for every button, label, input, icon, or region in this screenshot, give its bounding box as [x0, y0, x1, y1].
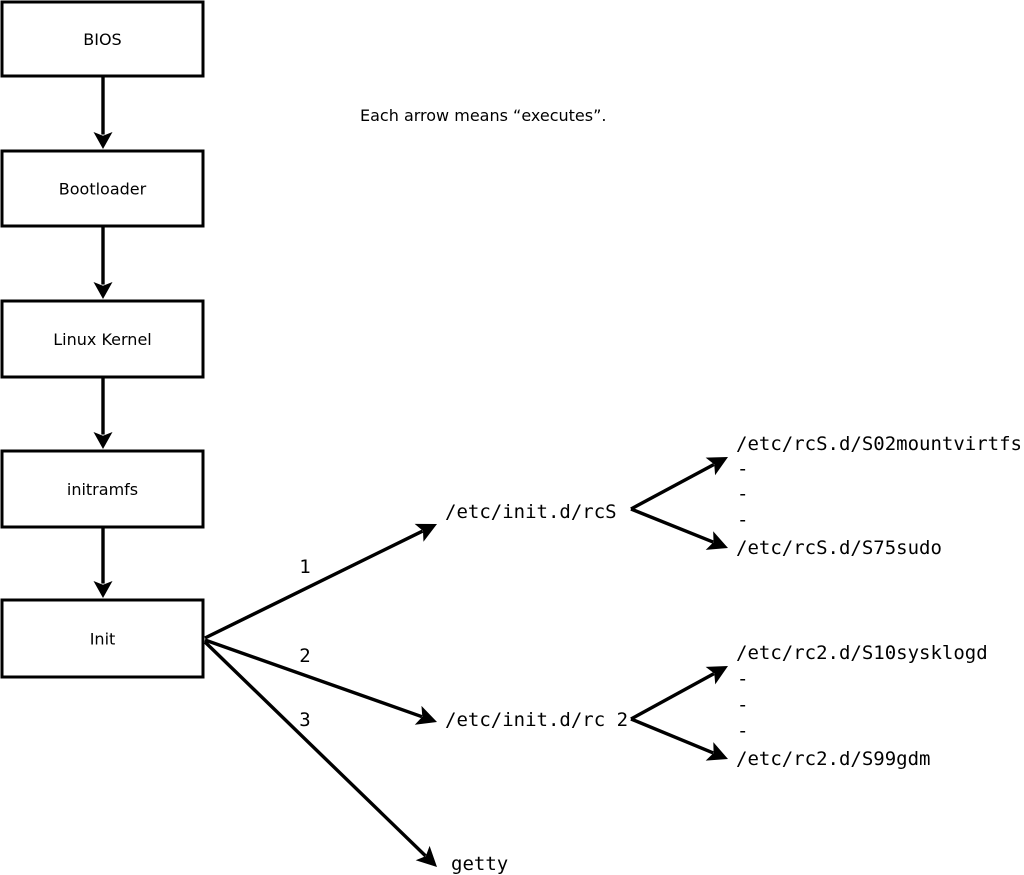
- arrow-bios-to-bootloader: [93, 76, 113, 149]
- ellipsis-dash: -: [737, 694, 748, 716]
- arrow-head-icon: [93, 282, 113, 299]
- script-arrow-shaft-first: [630, 672, 715, 721]
- box-outline-bios: [0, 0, 205, 78]
- script-arrow-shaft-last: [630, 717, 714, 755]
- arrow-head-icon: [93, 132, 113, 149]
- script-group-rc2-scripts: /etc/rc2.d/S10sysklogd/etc/rc2.d/S99gdm -…: [630, 642, 988, 770]
- box-outline-init: [0, 598, 205, 679]
- branch-shaft: [204, 638, 423, 719]
- box-label-initramfs: initramfs: [67, 480, 138, 499]
- caption-text: Each arrow means “executes”.: [360, 106, 606, 125]
- branch-shaft: [203, 640, 427, 858]
- ellipsis-dash: -: [737, 458, 748, 480]
- arrow-initramfs-to-init: [93, 527, 113, 598]
- branch-number-2: 2: [299, 645, 310, 667]
- branch-2: 2: [204, 638, 437, 725]
- arrow-head-icon: [414, 523, 437, 542]
- ellipsis-dash: -: [737, 509, 748, 531]
- branch-3: 3: [203, 640, 437, 867]
- arrow-head-icon: [93, 581, 113, 598]
- ellipsis-dash: -: [737, 483, 748, 505]
- box-outline-kernel: [0, 299, 205, 379]
- box-label-bootloader: Bootloader: [59, 180, 147, 199]
- box-label-init: Init: [90, 630, 116, 649]
- arrow-head-icon: [705, 457, 728, 476]
- box-label-kernel: Linux Kernel: [53, 330, 151, 349]
- arrow-kernel-to-initramfs: [93, 377, 113, 449]
- label-rcS-label: /etc/init.d/rcS: [445, 501, 617, 523]
- process-box-init[interactable]: Init: [0, 598, 205, 679]
- arrow-bootloader-to-kernel: [93, 226, 113, 299]
- script-group-rcS-scripts: /etc/rcS.d/S02mountvirtfs/etc/rcS.d/S75s…: [630, 433, 1022, 559]
- arrow-head-icon: [705, 742, 728, 761]
- arrow-head-icon: [93, 432, 113, 449]
- label-rc2-label: /etc/init.d/rc 2: [445, 709, 628, 731]
- script-arrow-shaft-last: [630, 507, 714, 544]
- script-groups-group: /etc/rcS.d/S02mountvirtfs/etc/rcS.d/S75s…: [630, 433, 1022, 770]
- script-label-rcS-scripts-last: /etc/rcS.d/S75sudo: [736, 537, 942, 559]
- branch-shaft: [204, 529, 424, 640]
- branch-number-3: 3: [299, 709, 310, 731]
- arrow-head-icon: [705, 531, 728, 550]
- box-outline-initramfs: [0, 449, 205, 529]
- process-box-initramfs[interactable]: initramfs: [0, 449, 205, 529]
- arrow-head-icon: [414, 705, 437, 725]
- arrow-head-icon: [705, 666, 728, 685]
- script-label-rcS-scripts-first: /etc/rcS.d/S02mountvirtfs: [736, 433, 1022, 455]
- script-arrow-shaft-first: [630, 463, 715, 511]
- process-box-bootloader[interactable]: Bootloader: [0, 149, 205, 228]
- process-box-kernel[interactable]: Linux Kernel: [0, 299, 205, 379]
- ellipsis-dash: -: [737, 720, 748, 742]
- ellipsis-dash: -: [737, 668, 748, 690]
- arrow-head-icon: [415, 845, 437, 867]
- process-box-bios[interactable]: BIOS: [0, 0, 205, 78]
- branch-1: 1: [204, 523, 437, 640]
- mid-labels-group: /etc/init.d/rcS/etc/init.d/rc 2 getty: [445, 501, 628, 875]
- box-label-bios: BIOS: [83, 30, 121, 49]
- branch-number-1: 1: [299, 556, 310, 578]
- script-label-rc2-scripts-last: /etc/rc2.d/S99gdm: [736, 748, 930, 770]
- script-label-rc2-scripts-first: /etc/rc2.d/S10sysklogd: [736, 642, 988, 664]
- vertical-arrows-group: [93, 76, 113, 598]
- init-branches-group: 1 2 3: [203, 523, 437, 867]
- label-getty-label: getty: [451, 853, 508, 875]
